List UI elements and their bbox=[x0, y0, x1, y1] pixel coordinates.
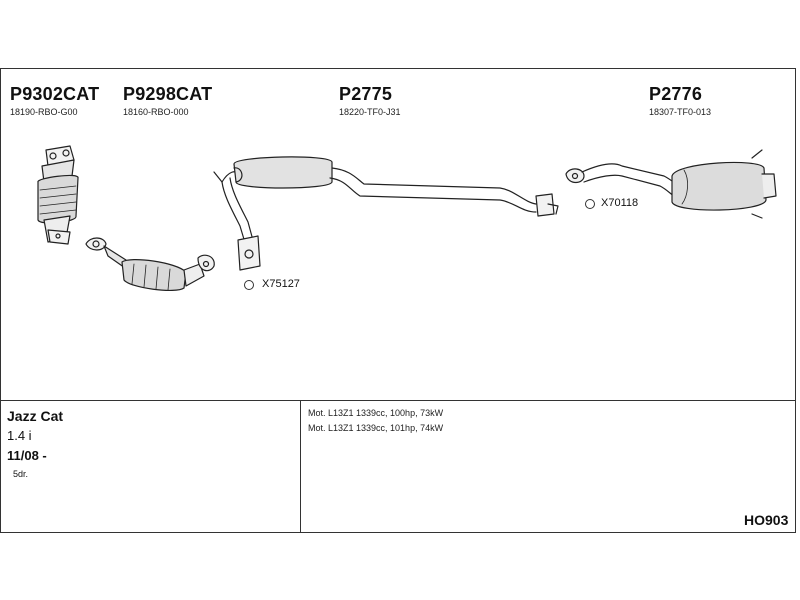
diagram-reference-code: HO903 bbox=[744, 512, 789, 528]
part-code-p2775[interactable]: P2775 bbox=[339, 84, 393, 104]
middle-silencer-pipe-illustration[interactable] bbox=[213, 156, 559, 271]
production-date: 11/08 - bbox=[7, 448, 47, 463]
info-divider bbox=[0, 400, 796, 401]
part-code-p2776[interactable]: P2776 bbox=[649, 84, 703, 104]
info-column-divider bbox=[300, 400, 301, 533]
fitting-x75127-icon bbox=[244, 280, 254, 290]
part-code-p9298cat[interactable]: P9298CAT bbox=[123, 84, 213, 104]
engine-spec-line: Mot. L13Z1 1339cc, 100hp, 73kW bbox=[308, 408, 444, 418]
catalytic-converter-illustration[interactable] bbox=[85, 237, 215, 291]
oe-number-p2775: 18220-TF0-J31 bbox=[339, 107, 401, 117]
door-count: 5dr. bbox=[13, 469, 29, 479]
catalytic-converter-manifold-illustration[interactable] bbox=[37, 145, 79, 245]
oe-number-p2776: 18307-TF0-013 bbox=[649, 107, 712, 117]
part-code-p9302cat[interactable]: P9302CAT bbox=[10, 84, 100, 104]
rear-silencer-illustration[interactable] bbox=[565, 149, 777, 219]
fitting-x70118-icon bbox=[585, 199, 595, 209]
fitting-code-x70118[interactable]: X70118 bbox=[601, 197, 639, 209]
vehicle-model: Jazz Cat bbox=[7, 408, 64, 424]
oe-number-p9302cat: 18190-RBO-G00 bbox=[10, 107, 78, 117]
diagram-frame bbox=[0, 68, 796, 533]
oe-number-p9298cat: 18160-RBO-000 bbox=[123, 107, 189, 117]
engine-spec-line: Mot. L13Z1 1339cc, 101hp, 74kW bbox=[308, 423, 444, 433]
fitting-code-x75127[interactable]: X75127 bbox=[262, 278, 300, 290]
engine-size: 1.4 i bbox=[7, 428, 32, 443]
